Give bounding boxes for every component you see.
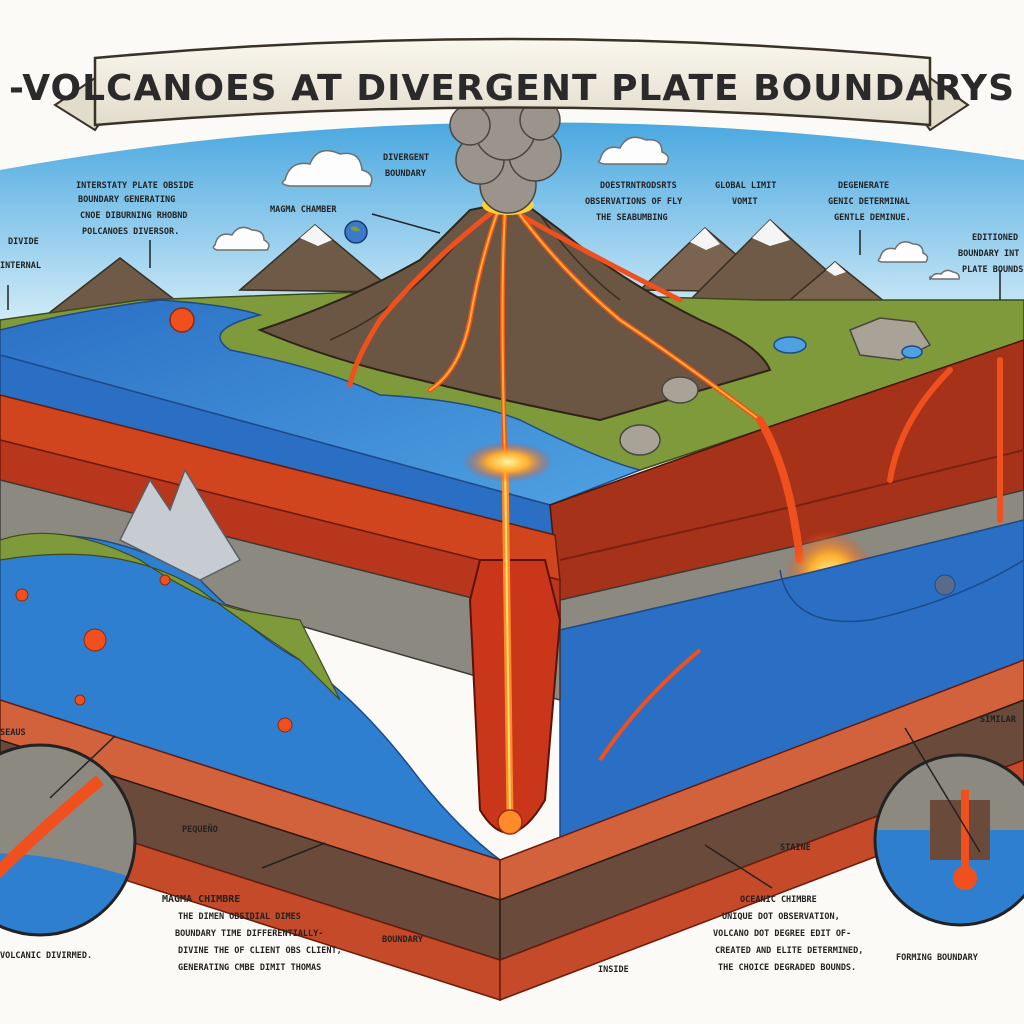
- label-bottom-left-bold: VOLCANIC DIVIRMED.: [0, 951, 92, 961]
- right-ocean-face: [559, 519, 1024, 852]
- label-magma-para-4: GENERATING CMBE DIMIT THOMAS: [178, 963, 321, 973]
- label-bottom-right-edge: SIMILAR: [980, 715, 1017, 725]
- label-right-2: GENIC DETERMINAL: [828, 197, 910, 207]
- inner-mountains: [118, 468, 242, 581]
- label-right-3: GENTLE DEMINUE.: [834, 213, 911, 223]
- label-bottom-right-corner: FORMING BOUNDARY: [896, 953, 979, 963]
- label-top-left-3: CNOE DIBURNING RHOBND: [80, 211, 187, 221]
- arrow-icon: [7, 213, 1001, 889]
- cloud-icon: [212, 226, 270, 251]
- label-magma-para-2: BOUNDARY TIME DIFFERENTIALLY-: [175, 929, 323, 939]
- label-oceanic-1: OCEANIC CHIMBRE: [740, 895, 817, 905]
- label-center-3: THE SEABUMBING: [596, 213, 668, 223]
- cloud-icon: [929, 269, 960, 281]
- cloud-icon: [877, 241, 929, 263]
- smoke-plume: [449, 99, 562, 214]
- cloud-icon: [281, 149, 373, 187]
- label-oceanic-5: THE CHOICE DEGRADED BOUNDS.: [718, 963, 856, 973]
- diagram-title: -VOLCANOES AT DIVERGENT PLATE BOUNDARYS: [9, 68, 1015, 109]
- label-right-edge-3: PLATE BOUNDS: [962, 265, 1023, 275]
- label-oceanic-3: VOLCANO DOT DEGREE EDIT OF-: [713, 929, 851, 939]
- cloud-icon: [597, 136, 669, 165]
- label-center-2: OBSERVATIONS OF FLY: [585, 197, 683, 207]
- label-left-edge-1: DIVIDE: [8, 237, 39, 247]
- label-center-1: DOESTRNTRODSRTS: [600, 181, 677, 191]
- label-top-left-1: INTERSTATY PLATE OBSIDE: [76, 181, 194, 191]
- label-left-edge-2: INTERNAL: [0, 261, 41, 271]
- label-oceanic-2: UNIQUE DOT OBSERVATION,: [722, 912, 840, 922]
- banner-ribbon: -VOLCANOES AT DIVERGENT PLATE BOUNDARYS: [9, 37, 1015, 132]
- magnifier-circle-left: [0, 743, 137, 937]
- left-land: [0, 532, 341, 701]
- mantle-layer-right: [499, 659, 1024, 902]
- label-magma-para-1: THE DIMEN OBSIDIAL DIMES: [178, 912, 301, 922]
- label-magma-chimbre: MAGMA CHIMBRE: [162, 894, 240, 905]
- label-magma-chamber: MAGMA CHAMBER: [270, 205, 337, 215]
- label-top-left-2: BOUNDARY GENERATING: [78, 195, 175, 205]
- bubbles: [15, 574, 293, 733]
- label-oceanic-4: CREATED AND ELITE DETERMINED,: [715, 946, 863, 956]
- label-bottom-left-small: PEQUEÑO: [182, 824, 218, 835]
- label-bottom-right-small: STAINE: [780, 843, 811, 853]
- label-vent-1: GLOBAL LIMIT: [715, 181, 776, 191]
- label-right-edge-1: EDITIONED: [972, 233, 1018, 243]
- label-right-edge-2: BOUNDARY INT: [958, 249, 1019, 259]
- label-divergent-1: DIVERGENT: [383, 153, 429, 163]
- label-bottom-left-edge: SEAUS: [0, 728, 26, 738]
- volcano-cone: [257, 198, 772, 422]
- label-right-1: DEGENERATE: [838, 181, 889, 191]
- label-magma-para-3: DIVINE THE OF CLIENT OBS CLIENT,: [178, 946, 342, 956]
- magma-bubble: [169, 307, 195, 333]
- label-divergent-2: BOUNDARY: [385, 169, 427, 179]
- vent-glow: [463, 442, 553, 482]
- label-bottom-center-small: BOUNDARY: [382, 935, 424, 945]
- globe-icon: [344, 220, 368, 244]
- label-vent-2: VOMIT: [732, 197, 758, 207]
- label-top-left-4: POLCANOES DIVERSOR.: [82, 227, 179, 237]
- label-bottom-mid-small: INSIDE: [598, 965, 629, 975]
